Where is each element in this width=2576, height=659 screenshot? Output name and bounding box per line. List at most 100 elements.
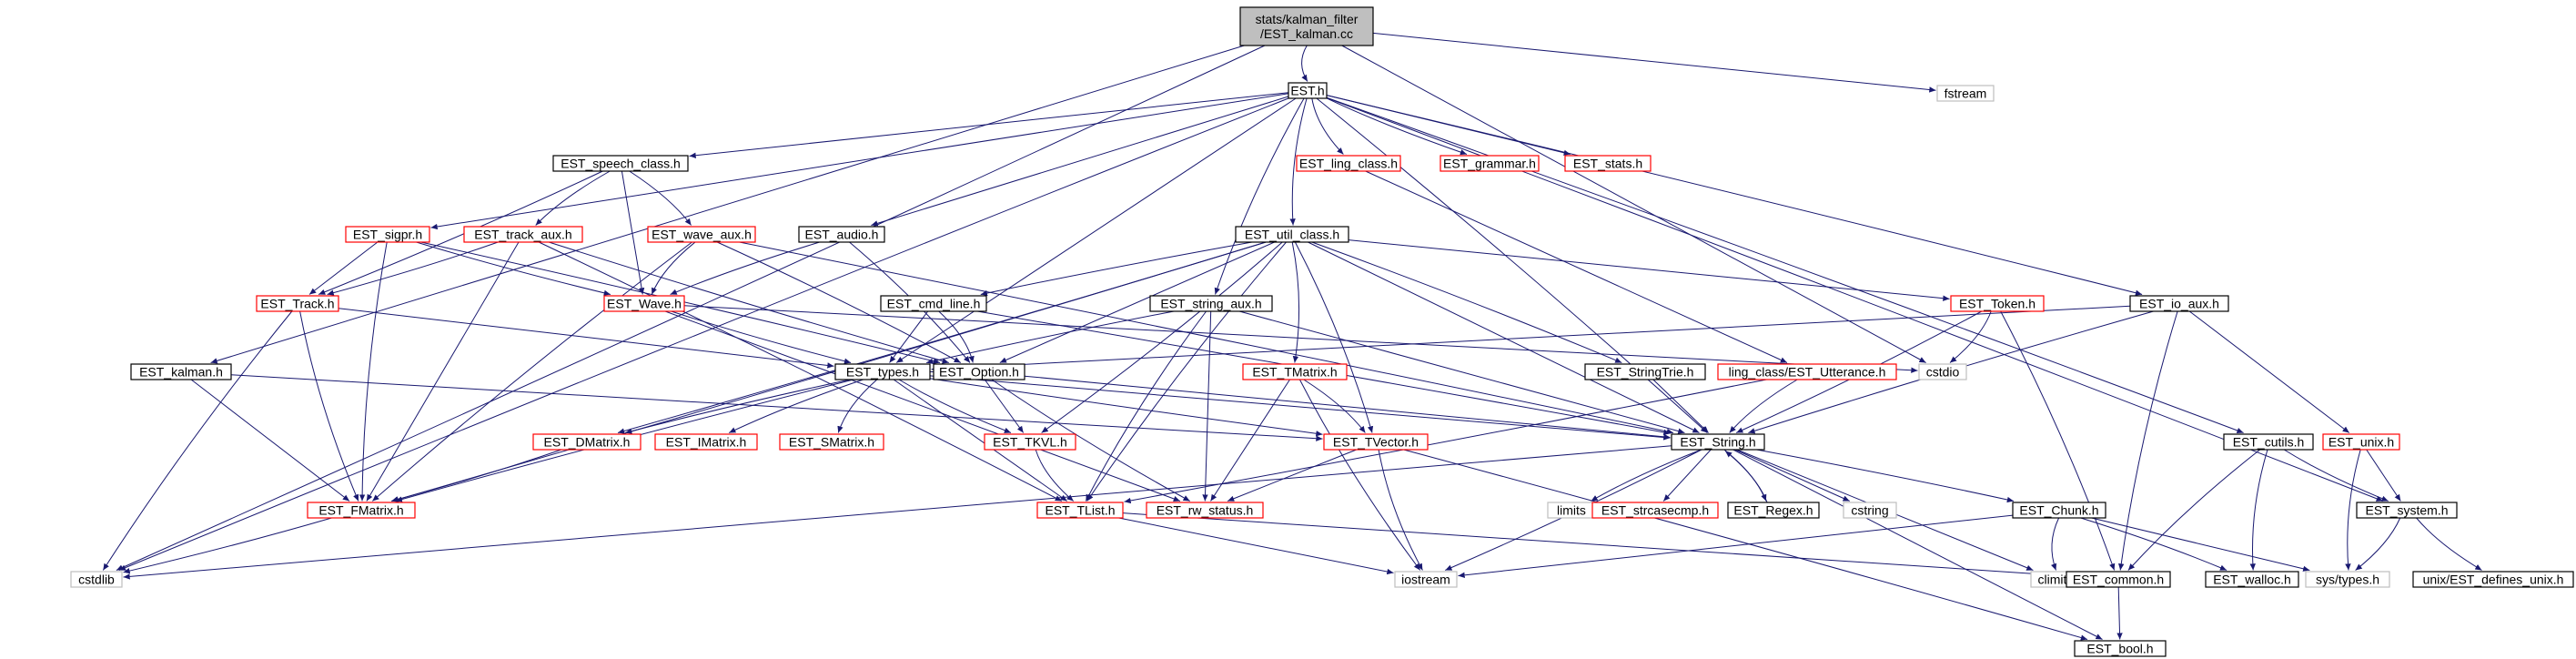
node-SMatrix[interactable]: EST_SMatrix.h <box>779 433 884 451</box>
node-box <box>1149 295 1273 312</box>
node-label: EST_common.h <box>2073 573 2164 587</box>
node-box <box>880 295 987 312</box>
node-label: EST_FMatrix.h <box>318 503 403 518</box>
edge-types-to-TVector <box>929 378 1323 437</box>
node-box <box>1296 155 1401 172</box>
node-Chunk[interactable]: EST_Chunk.h <box>2012 502 2106 519</box>
node-cstring[interactable]: cstring <box>1843 502 1897 519</box>
node-box <box>1918 363 1967 380</box>
node-label: EST_String.h <box>1680 435 1755 450</box>
edge-string_aux-to-TList <box>1085 310 1207 502</box>
node-label: EST_stats.h <box>1573 157 1642 171</box>
node-box <box>834 363 931 380</box>
node-systypes[interactable]: sys/types.h <box>2305 571 2390 588</box>
node-stats[interactable]: EST_stats.h <box>1564 155 1652 172</box>
edge-string_aux-to-String <box>1238 310 1685 434</box>
node-bool[interactable]: EST_bool.h <box>2074 640 2167 657</box>
node-cstdlib[interactable]: cstdlib <box>70 571 123 588</box>
node-common[interactable]: EST_common.h <box>2066 571 2171 588</box>
node-DMatrix[interactable]: EST_DMatrix.h <box>532 433 641 451</box>
edge-types-to-TKVL <box>898 379 1012 433</box>
node-String[interactable]: EST_String.h <box>1671 433 1765 451</box>
node-audio[interactable]: EST_audio.h <box>798 226 885 243</box>
node-ling_class[interactable]: EST_ling_class.h <box>1296 155 1401 172</box>
node-speech_class[interactable]: EST_speech_class.h <box>552 155 689 172</box>
edge-string_aux-to-types <box>925 310 1175 365</box>
node-label: EST_Token.h <box>1959 297 2036 311</box>
edge-cutils-to-walloc <box>2249 449 2268 571</box>
node-walloc[interactable]: EST_walloc.h <box>2205 571 2299 588</box>
node-box <box>1950 295 2045 312</box>
node-label: EST_TKVL.h <box>993 435 1067 450</box>
node-label: unix/EST_defines_unix.h <box>2423 573 2564 587</box>
node-label: EST_track_aux.h <box>474 228 571 242</box>
node-types[interactable]: EST_types.h <box>834 363 931 380</box>
node-label: ling_class/EST_Utterance.h <box>1729 365 1886 380</box>
edge-Track-to-FMatrix <box>299 310 359 502</box>
node-box <box>2066 571 2171 588</box>
node-EST_h[interactable]: EST.h <box>1288 82 1328 99</box>
edge-Utterance-to-TList <box>1124 379 1767 504</box>
node-FMatrix[interactable]: EST_FMatrix.h <box>307 502 416 519</box>
node-sigpr[interactable]: EST_sigpr.h <box>345 226 430 243</box>
edge-String-to-Chunk <box>1756 449 2015 503</box>
node-Token[interactable]: EST_Token.h <box>1950 295 2045 312</box>
edge-cutils-to-system <box>2283 449 2389 502</box>
node-wave_aux[interactable]: EST_wave_aux.h <box>647 226 756 243</box>
edge-util_class-to-FMatrix <box>391 241 1267 502</box>
node-defines_unix[interactable]: unix/EST_defines_unix.h <box>2412 571 2574 588</box>
node-TMatrix[interactable]: EST_TMatrix.h <box>1242 363 1348 380</box>
node-box <box>256 295 339 312</box>
node-label: EST_cutils.h <box>2233 435 2305 450</box>
node-label: EST_StringTrie.h <box>1597 365 1694 380</box>
node-label: iostream <box>1401 573 1450 587</box>
edge-Chunk-to-climits <box>2051 517 2060 571</box>
node-label: EST_TVector.h <box>1333 435 1419 450</box>
edge-cmd_line-to-types <box>889 310 929 363</box>
node-strcasecmp[interactable]: EST_strcasecmp.h <box>1591 502 1719 519</box>
node-label: limits <box>1557 503 1586 518</box>
node-box <box>1036 502 1124 519</box>
node-StringTrie[interactable]: EST_StringTrie.h <box>1584 363 1706 380</box>
node-IMatrix[interactable]: EST_IMatrix.h <box>654 433 758 451</box>
node-iostream[interactable]: iostream <box>1394 571 1458 588</box>
node-unix[interactable]: EST_unix.h <box>2322 433 2400 451</box>
node-Regex[interactable]: EST_Regex.h <box>1727 502 1820 519</box>
node-TKVL[interactable]: EST_TKVL.h <box>984 433 1076 451</box>
edge-String-to-bool <box>1732 449 2103 640</box>
edge-track_aux-to-FMatrix <box>366 241 520 502</box>
node-label: EST_Track.h <box>260 297 334 311</box>
node-kalman[interactable]: EST_kalman.h <box>130 363 232 380</box>
node-grammar[interactable]: EST_grammar.h <box>1440 155 1540 172</box>
node-cutils[interactable]: EST_cutils.h <box>2223 433 2314 451</box>
node-Utterance[interactable]: ling_class/EST_Utterance.h <box>1717 363 1897 380</box>
edge-sigpr-to-Wave <box>416 241 611 296</box>
node-cstdio[interactable]: cstdio <box>1918 363 1967 380</box>
node-box <box>552 155 689 172</box>
node-util_class[interactable]: EST_util_class.h <box>1235 226 1349 243</box>
node-fstream[interactable]: fstream <box>1936 85 1995 102</box>
node-box <box>1717 363 1897 380</box>
node-cmd_line[interactable]: EST_cmd_line.h <box>880 295 987 312</box>
node-Wave[interactable]: EST_Wave.h <box>603 295 685 312</box>
edge-root-to-EST_h <box>1301 45 1308 82</box>
node-system[interactable]: EST_system.h <box>2356 502 2458 519</box>
node-limits[interactable]: limits <box>1547 502 1596 519</box>
node-box <box>1288 82 1328 99</box>
node-rw_status[interactable]: EST_rw_status.h <box>1146 502 1264 519</box>
edge-util_class-to-TKVL <box>1041 241 1283 433</box>
node-label: EST_DMatrix.h <box>544 435 631 450</box>
node-root: stats/kalman_filter/EST_kalman.cc <box>1239 6 1374 46</box>
node-io_aux[interactable]: EST_io_aux.h <box>2129 295 2229 312</box>
node-string_aux[interactable]: EST_string_aux.h <box>1149 295 1273 312</box>
node-TList[interactable]: EST_TList.h <box>1036 502 1124 519</box>
node-TVector[interactable]: EST_TVector.h <box>1323 433 1429 451</box>
node-label: EST_Chunk.h <box>2019 503 2098 518</box>
edge-wave_aux-to-Wave <box>651 241 696 295</box>
node-Option[interactable]: EST_Option.h <box>933 363 1025 380</box>
edge-Regex-to-String <box>1724 451 1768 503</box>
edge-util_class-to-TList <box>1086 241 1287 502</box>
node-box <box>1239 6 1374 46</box>
node-track_aux[interactable]: EST_track_aux.h <box>463 226 583 243</box>
node-Track[interactable]: EST_Track.h <box>256 295 339 312</box>
